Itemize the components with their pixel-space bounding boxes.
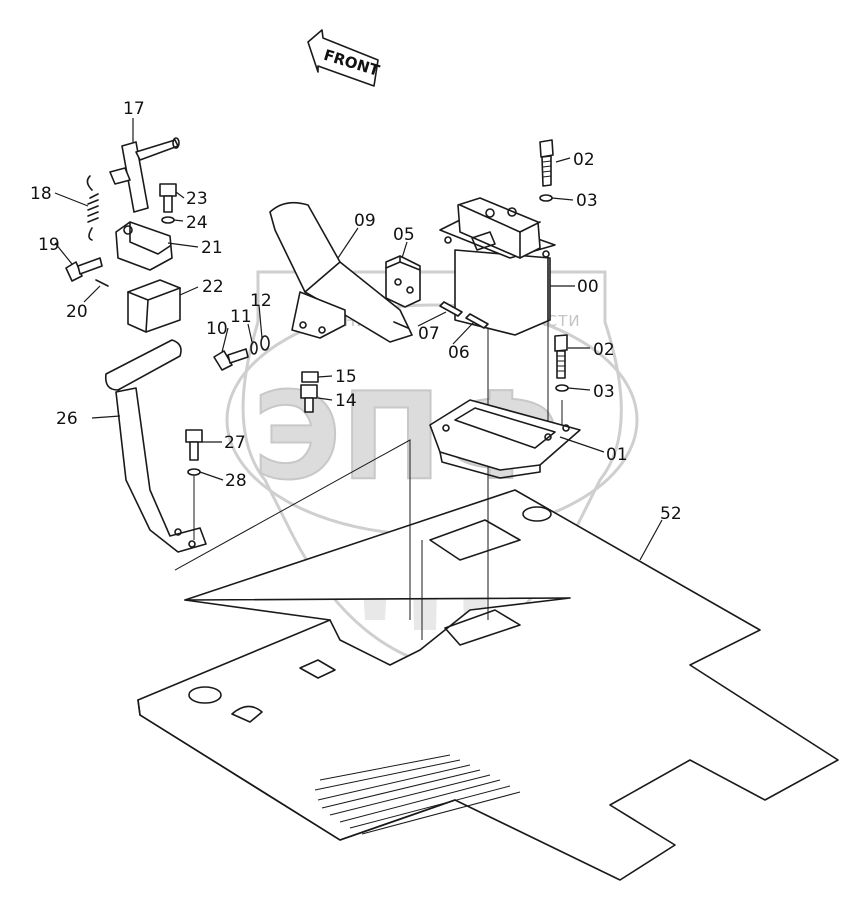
callout-03-lower: 03: [593, 382, 615, 402]
bracket-21: [115, 221, 173, 271]
pad-22: [127, 279, 181, 333]
callout-27: 27: [224, 433, 246, 453]
callout-15: 15: [335, 367, 357, 387]
bolt-14: [300, 384, 318, 413]
clip-20: [95, 279, 109, 287]
callout-21: 21: [201, 238, 223, 258]
callout-52: 52: [660, 504, 682, 524]
bolt-02-lower: [554, 334, 569, 392]
callout-labels: 17 18 19 20 23 24 21 22 12 11 10 15 14 0…: [30, 99, 682, 524]
callout-12: 12: [250, 291, 272, 311]
callout-01: 01: [606, 445, 628, 465]
bolt-10: [213, 335, 270, 371]
bolt-02-upper: [539, 139, 554, 202]
callout-17: 17: [123, 99, 145, 119]
callout-02-lower: 02: [593, 340, 615, 360]
foot-rest-26: [104, 339, 207, 553]
pin-06: [465, 313, 489, 329]
floor-mat-52: [137, 489, 839, 881]
callout-26: 26: [56, 409, 78, 429]
callout-14: 14: [335, 391, 357, 411]
callout-24: 24: [186, 213, 208, 233]
bolt-27: [185, 429, 203, 540]
control-box-00: [439, 197, 556, 336]
callout-20: 20: [66, 302, 88, 322]
callout-11: 11: [230, 307, 252, 327]
pin-07: [439, 301, 463, 317]
callout-06: 06: [448, 343, 470, 363]
bracket-17: [109, 137, 180, 213]
pedal-09: [269, 201, 413, 343]
callout-19: 19: [38, 235, 60, 255]
mounting-plate-01: [429, 399, 581, 479]
callout-10: 10: [206, 319, 228, 339]
nut-15: [301, 371, 319, 383]
pin-19: [65, 257, 103, 282]
callout-07: 07: [418, 324, 440, 344]
callout-05: 05: [393, 225, 415, 245]
callout-03-upper: 03: [576, 191, 598, 211]
callout-09: 09: [354, 211, 376, 231]
bolt-23: [159, 183, 177, 224]
callout-18: 18: [30, 184, 52, 204]
spring-18: [86, 175, 99, 241]
front-arrow-icon: FRONT: [307, 29, 382, 87]
callout-02-upper: 02: [573, 150, 595, 170]
callout-23: 23: [186, 189, 208, 209]
block-05: [385, 255, 421, 308]
callout-22: 22: [202, 277, 224, 297]
callout-28: 28: [225, 471, 247, 491]
callout-00: 00: [577, 277, 599, 297]
leader-lines: [54, 118, 663, 561]
